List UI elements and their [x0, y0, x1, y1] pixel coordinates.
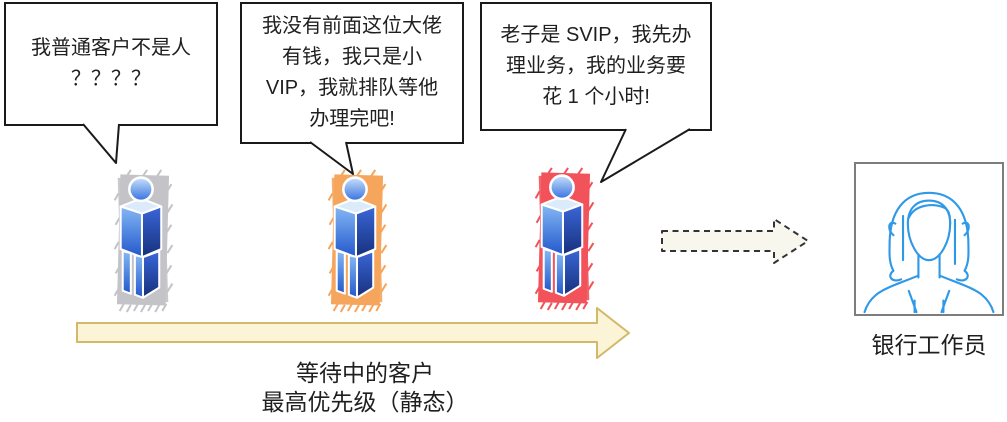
queue-caption-line2: 最高优先级（静态）: [261, 389, 469, 415]
bank-clerk-avatar-icon: [863, 191, 995, 314]
queue-caption-line1: 等待中的客户: [296, 360, 434, 386]
queue-direction-arrow-icon: [76, 307, 630, 359]
vip-customer-figure: [327, 168, 388, 313]
svip-customer-figure: [534, 166, 595, 311]
speech-bubble-svip-customer: 老子是 SVIP，我先办 理业务，我的业务要 花 1 个小时!: [480, 2, 712, 131]
bank-worker-box: [854, 162, 1004, 316]
speech-bubble-text: 我没有前面这位大佬 有钱，我只是小 VIP，我就排队等他 办理完吧!: [262, 15, 442, 130]
queue-caption: 等待中的客户 最高优先级（静态）: [205, 359, 525, 417]
speech-bubble-normal-customer: 我普通客户不是人 ？？？？: [4, 2, 218, 126]
speech-bubble-vip-customer: 我没有前面这位大佬 有钱，我只是小 VIP，我就排队等他 办理完吧!: [240, 2, 464, 144]
speech-bubble-tail: [309, 141, 354, 175]
dashed-flow-arrow-icon: [661, 218, 809, 264]
speech-bubble-tail: [600, 128, 691, 183]
speech-bubble-text: 我普通客户不是人 ？？？？: [31, 37, 191, 90]
speech-bubble-tail: [82, 123, 120, 164]
speech-bubble-text: 老子是 SVIP，我先办 理业务，我的业务要 花 1 个小时!: [500, 24, 692, 108]
bank-worker-label: 银行工作员: [871, 332, 987, 358]
normal-customer-figure: [113, 168, 174, 313]
